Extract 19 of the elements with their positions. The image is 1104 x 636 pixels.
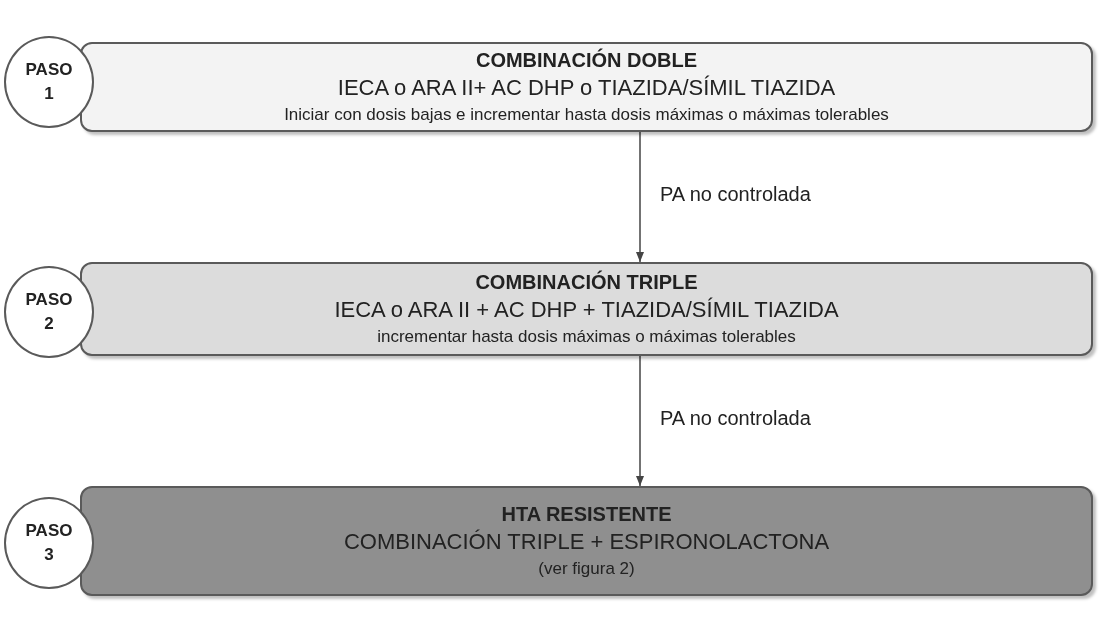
edge-label: PA no controlada bbox=[660, 183, 811, 206]
step-label: PASO 3 bbox=[24, 520, 74, 566]
process-box bbox=[80, 486, 1093, 596]
box-text: (ver figura 2) bbox=[538, 558, 635, 580]
box-text: COMBINACIÓN TRIPLE + ESPIRONOLACTONA bbox=[343, 528, 830, 556]
step-label: PASO 2 bbox=[24, 289, 74, 335]
arrow bbox=[635, 131, 645, 263]
edge-label: PA no controlada bbox=[660, 407, 811, 430]
box-text: IECA o ARA II+ AC DHP o TIAZIDA/SÍMIL TIAZIDA bbox=[337, 74, 836, 102]
box-heading: COMBINACIÓN TRIPLE bbox=[475, 269, 698, 295]
box-text: incrementar hasta dosis máximas o máximas tolerables bbox=[377, 326, 796, 348]
process-box bbox=[80, 42, 1093, 132]
arrow bbox=[635, 355, 645, 487]
box-text: IECA o ARA II + AC DHP + TIAZIDA/SÍMIL TIAZIDA bbox=[334, 296, 839, 324]
process-box bbox=[80, 262, 1093, 356]
step-label: PASO 1 bbox=[24, 59, 74, 105]
box-heading: COMBINACIÓN DOBLE bbox=[475, 47, 698, 73]
box-heading: HTA RESISTENTE bbox=[501, 502, 672, 527]
box-text: Iniciar con dosis bajas e incrementar hasta dosis máximas o máximas tolerables bbox=[284, 104, 889, 126]
